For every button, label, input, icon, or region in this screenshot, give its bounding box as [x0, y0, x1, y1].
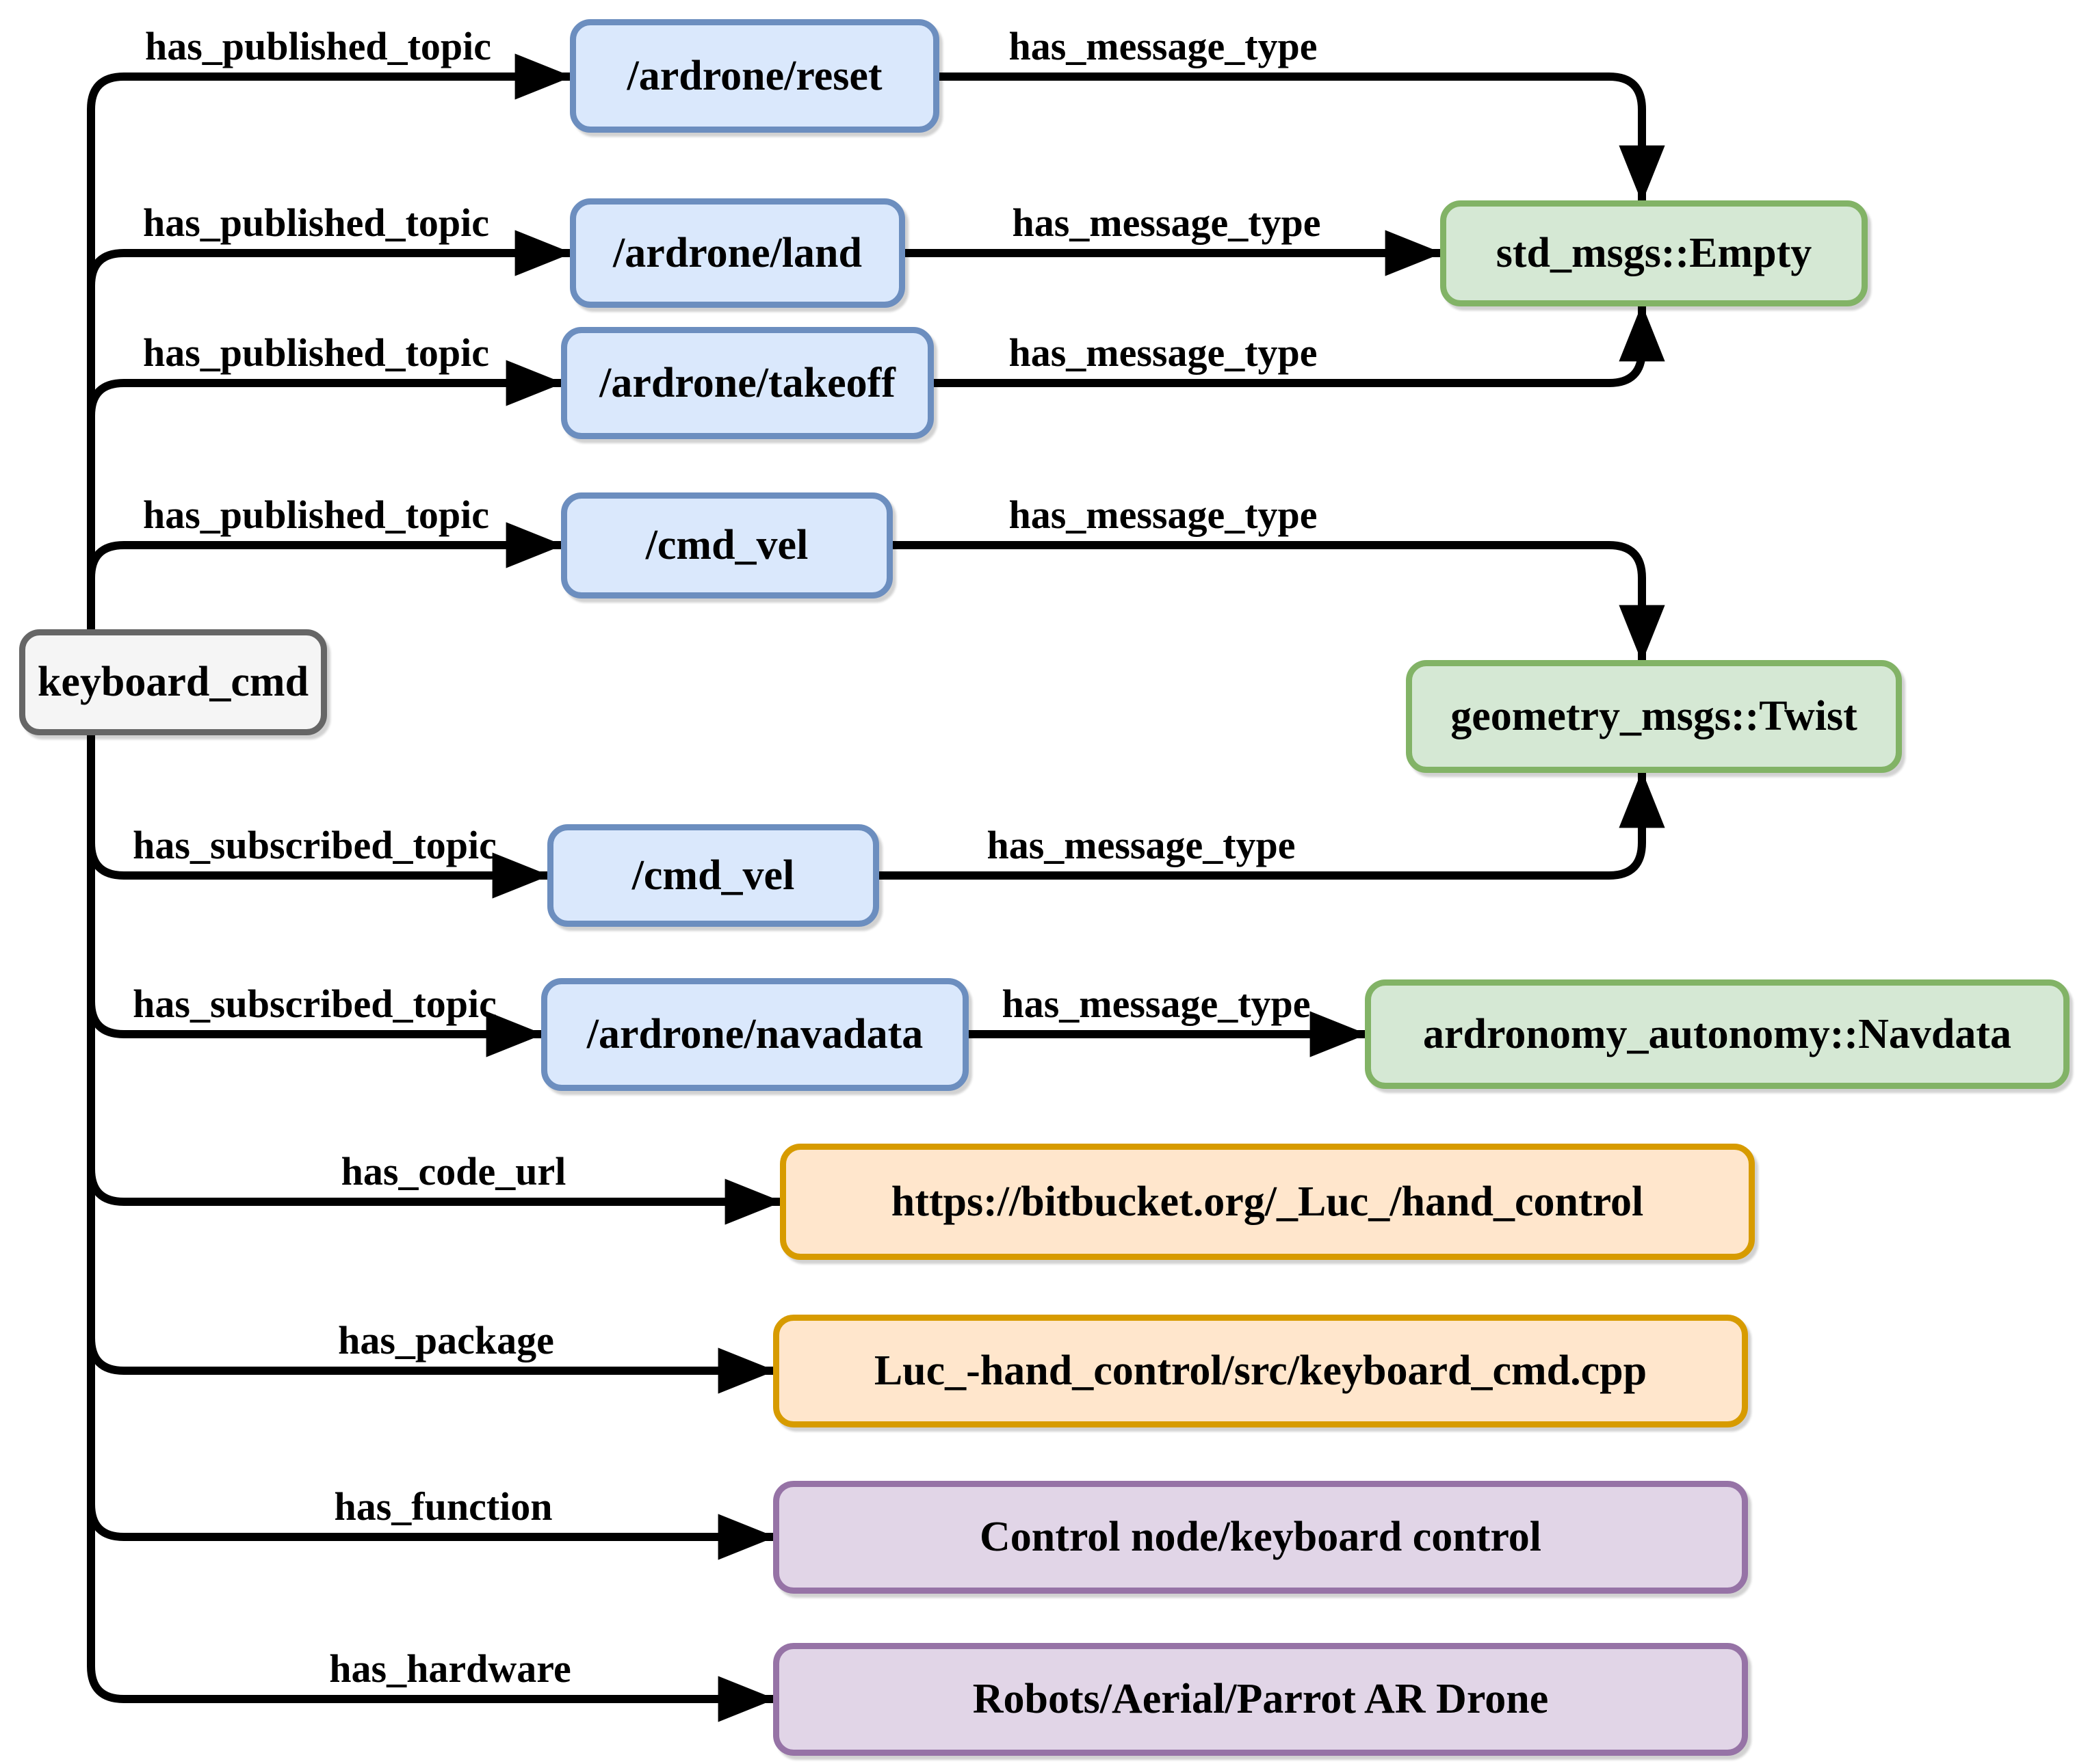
node-package: Luc_-hand_control/src/keyboard_cmd.cpp — [773, 1315, 1748, 1427]
node-keyboard-cmd: keyboard_cmd — [19, 629, 327, 735]
edge-label-has-subscribed-topic-cmd-vel: has_subscribed_topic — [133, 823, 497, 867]
edge-label-has-published-topic-cmd-vel: has_published_topic — [142, 492, 490, 537]
node-message-std-msgs-empty: std_msgs::Empty — [1440, 200, 1868, 306]
node-message-geometry-msgs-twist-label: geometry_msgs::Twist — [1450, 693, 1857, 739]
node-topic-cmd-vel-published-label: /cmd_vel — [645, 522, 809, 568]
edge-label-has-subscribed-topic-navadata: has_subscribed_topic — [133, 982, 497, 1026]
edge-has-message-type-cmd-vel-sub — [879, 770, 1665, 880]
edge-label-has-hardware: has_hardware — [329, 1646, 571, 1691]
edge-label-has-published-topic-takeoff: has_published_topic — [142, 330, 490, 375]
node-message-ardronomy-autonomy-navdata-label: ardronomy_autonomy::Navdata — [1423, 1010, 2011, 1057]
node-package-label: Luc_-hand_control/src/keyboard_cmd.cpp — [874, 1347, 1647, 1394]
node-topic-cmd-vel-subscribed-label: /cmd_vel — [631, 852, 795, 899]
edge-label-has-message-type-navadata: has_message_type — [1002, 982, 1311, 1026]
node-function-label: Control node/keyboard control — [980, 1514, 1541, 1560]
node-topic-ardrone-land: /ardrone/land — [570, 198, 905, 308]
node-topic-ardrone-reset-label: /ardrone/reset — [627, 52, 883, 99]
node-message-ardronomy-autonomy-navdata: ardronomy_autonomy::Navdata — [1365, 979, 2070, 1089]
edge-label-has-message-type-land: has_message_type — [1012, 200, 1321, 245]
node-hardware-label: Robots/Aerial/Parrot AR Drone — [972, 1676, 1549, 1722]
edge-has-hardware — [87, 735, 776, 1722]
edge-label-has-message-type-cmd-vel-pub: has_message_type — [1008, 492, 1318, 537]
edge-label-has-published-topic-reset: has_published_topic — [144, 24, 492, 68]
node-hardware: Robots/Aerial/Parrot AR Drone — [773, 1643, 1748, 1756]
node-code-url-label: https://bitbucket.org/_Luc_/hand_control — [891, 1178, 1644, 1225]
edge-has-published-topic-reset — [87, 53, 573, 629]
node-message-std-msgs-empty-label: std_msgs::Empty — [1496, 230, 1812, 276]
node-topic-ardrone-land-label: /ardrone/land — [612, 229, 863, 276]
edge-label-has-published-topic-land: has_published_topic — [142, 200, 490, 245]
edge-has-published-topic-land — [87, 230, 573, 629]
edge-label-has-package: has_package — [338, 1318, 554, 1363]
node-function: Control node/keyboard control — [773, 1481, 1748, 1594]
edge-label-has-function: has_function — [334, 1484, 553, 1529]
edge-label-has-code-url: has_code_url — [341, 1149, 566, 1194]
node-topic-ardrone-takeoff: /ardrone/takeoff — [561, 327, 934, 439]
node-topic-ardrone-reset: /ardrone/reset — [570, 19, 939, 133]
edge-has-published-topic-takeoff — [87, 360, 564, 629]
node-topic-cmd-vel-subscribed: /cmd_vel — [547, 824, 879, 927]
node-topic-ardrone-navadata-label: /ardrone/navadata — [586, 1011, 924, 1057]
node-topic-ardrone-takeoff-label: /ardrone/takeoff — [599, 359, 896, 406]
edge-has-published-topic-cmd-vel — [87, 522, 564, 629]
edge-label-has-message-type-takeoff: has_message_type — [1008, 330, 1318, 375]
edge-has-message-type-cmd-vel-pub — [893, 541, 1665, 663]
edge-label-has-message-type-cmd-vel-sub: has_message_type — [987, 823, 1296, 867]
edge-has-message-type-reset — [939, 73, 1665, 203]
node-topic-ardrone-navadata: /ardrone/navadata — [541, 978, 969, 1091]
edge-has-code-url — [87, 735, 783, 1225]
node-code-url: https://bitbucket.org/_Luc_/hand_control — [780, 1144, 1755, 1260]
edge-label-has-message-type-reset: has_message_type — [1008, 24, 1318, 68]
node-message-geometry-msgs-twist: geometry_msgs::Twist — [1406, 660, 1902, 773]
edge-has-message-type-takeoff — [934, 304, 1665, 387]
node-keyboard-cmd-label: keyboard_cmd — [37, 659, 309, 705]
node-topic-cmd-vel-published: /cmd_vel — [561, 492, 893, 598]
